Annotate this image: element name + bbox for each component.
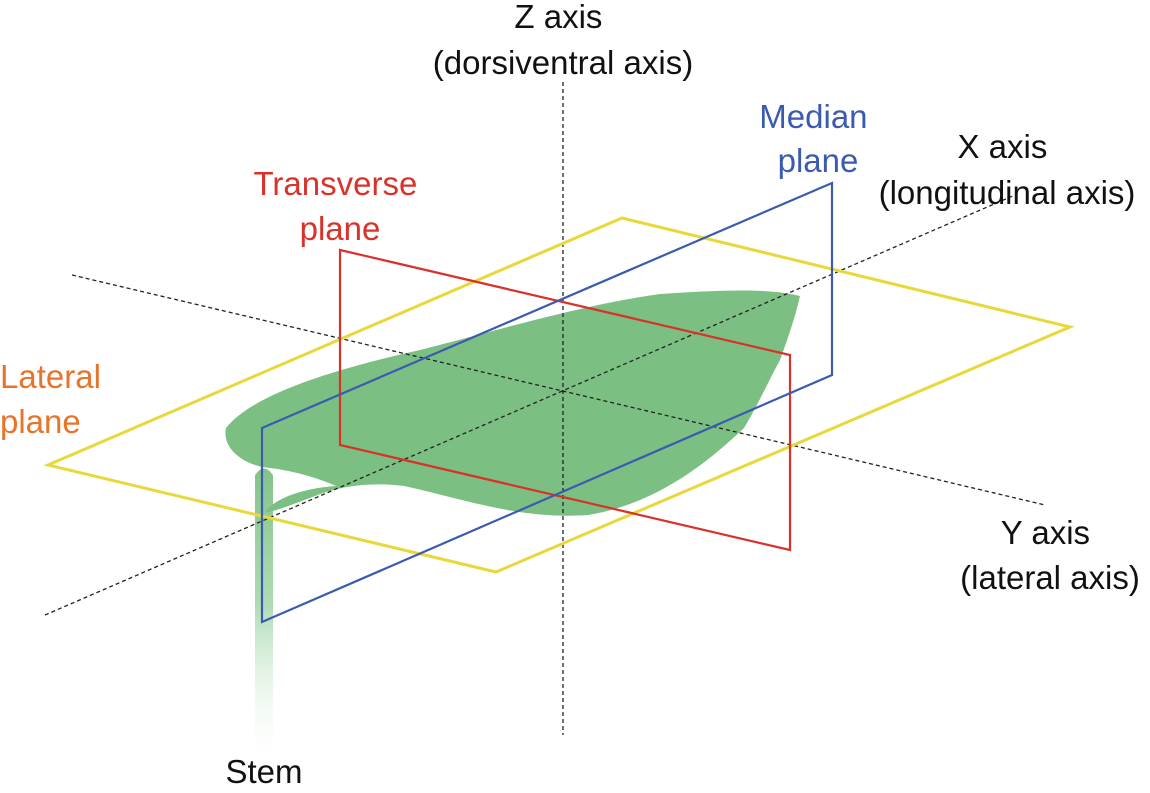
- lateral-plane: [43, 216, 1075, 574]
- z-axis-label: Z axis (dorsiventral axis): [433, 0, 693, 81]
- leaf-blade: [225, 290, 801, 516]
- lateral-plane-label: Lateral plane: [0, 358, 110, 440]
- transverse-plane: [338, 248, 792, 552]
- median-plane: [260, 181, 834, 624]
- transverse-plane-label: Transverse plane: [254, 165, 427, 247]
- stem-shape: [255, 468, 273, 770]
- x-axis-label: X axis (longitudinal axis): [879, 128, 1136, 211]
- stem-label: Stem: [225, 753, 302, 790]
- y-axis-label: Y axis (lateral axis): [960, 514, 1140, 596]
- median-plane-label: Median plane: [759, 98, 876, 179]
- x-axis-line: [44, 194, 1016, 616]
- y-axis-line: [71, 274, 1046, 506]
